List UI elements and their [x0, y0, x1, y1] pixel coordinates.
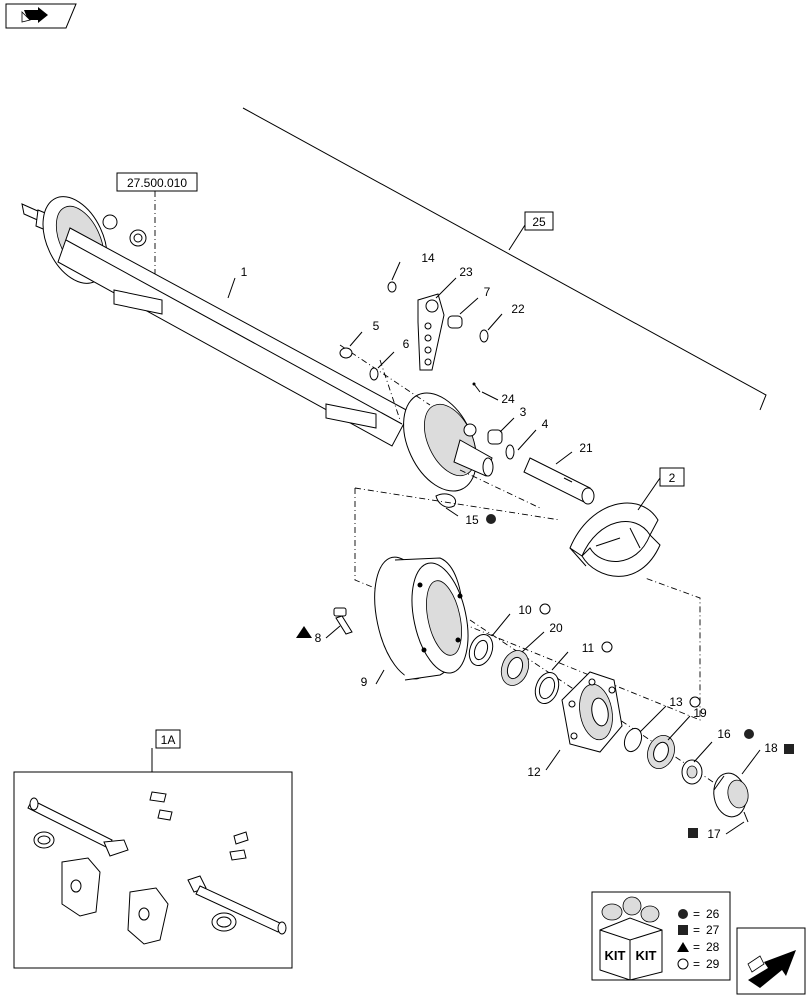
callout-10: 10 — [518, 603, 532, 617]
bushing-3 — [487, 429, 503, 445]
kit-26-dark-circle-icon — [486, 514, 496, 524]
wheel-hub — [561, 671, 623, 753]
callout-6: 6 — [403, 337, 410, 351]
assembly-bracket-line — [242, 107, 767, 411]
legend-value-28: 28 — [706, 940, 720, 954]
kit-29-open-circle-icon — [601, 641, 613, 653]
kit-28-triangle-icon — [296, 626, 312, 638]
callout-3: 3 — [520, 405, 527, 419]
callout-4: 4 — [542, 417, 549, 431]
screw-17 — [743, 811, 749, 823]
legend-eq: = — [693, 923, 700, 937]
legend-row-27: = 27 — [678, 923, 720, 937]
kit-label-right: KIT — [636, 948, 657, 963]
bushing-7 — [447, 315, 463, 329]
clip-6 — [369, 367, 379, 381]
callout-8: 8 — [315, 631, 322, 645]
kit-reference-box-2 — [659, 467, 685, 487]
kit-reference-box-25 — [524, 211, 554, 231]
kit-reference-1a: 1A — [161, 733, 176, 747]
group-reference-label: 27.500.010 — [127, 176, 187, 190]
open-circle-icon — [677, 958, 689, 970]
axle-nut-16 — [681, 759, 703, 785]
triangle-icon — [677, 942, 689, 952]
spring-clip-15 — [435, 493, 456, 508]
group-reference-box — [116, 172, 198, 192]
callout-7: 7 — [484, 285, 491, 299]
hub-cap-18 — [713, 772, 749, 818]
legend-eq: = — [693, 957, 700, 971]
kit-29-open-circle-icon — [689, 696, 701, 708]
brake-drum — [374, 556, 469, 681]
callout-20: 20 — [549, 621, 563, 635]
slack-adjuster — [417, 293, 445, 371]
next-page-button[interactable] — [736, 927, 806, 995]
washer-4 — [505, 444, 515, 460]
kit-reference-25: 25 — [532, 215, 546, 229]
callout-24: 24 — [501, 392, 515, 406]
kit-29-open-circle-icon — [539, 603, 551, 615]
callout-23: 23 — [459, 265, 473, 279]
bushing-5 — [339, 347, 353, 359]
callout-12: 12 — [527, 765, 541, 779]
kit-1a-parts — [27, 791, 287, 945]
callout-5: 5 — [373, 319, 380, 333]
legend-value-29: 29 — [706, 957, 720, 971]
callout-13: 13 — [669, 695, 683, 709]
bearing-cup-11 — [534, 672, 560, 704]
legend-value-27: 27 — [706, 923, 720, 937]
kit-reference-2: 2 — [669, 471, 676, 485]
assembly-envelope — [354, 488, 701, 721]
previous-page-arrow-icon — [21, 7, 48, 23]
legend-row-29: = 29 — [677, 957, 720, 971]
kit-26-dark-circle-icon — [744, 729, 754, 739]
callout-22: 22 — [511, 302, 525, 316]
next-page-arrow-icon — [747, 950, 796, 988]
callout-15: 15 — [465, 513, 479, 527]
kit-label-left: KIT — [605, 948, 626, 963]
clip-22 — [479, 329, 489, 343]
seal-13 — [623, 727, 643, 753]
previous-page-button[interactable] — [5, 3, 77, 29]
callout-1: 1 — [241, 265, 248, 279]
camshaft-21 — [523, 457, 595, 505]
dark-circle-icon — [678, 909, 688, 919]
wheel-bolt-8 — [333, 607, 353, 635]
kit-reference-box-1a — [155, 729, 181, 749]
dark-square-icon — [678, 925, 688, 935]
callout-18: 18 — [764, 741, 778, 755]
seal-10 — [468, 634, 494, 666]
legend-eq: = — [693, 940, 700, 954]
callout-14: 14 — [421, 251, 435, 265]
kit-27-dark-square-icon — [688, 828, 698, 838]
legend-row-26: = 26 — [678, 907, 720, 921]
legend-eq: = — [693, 907, 700, 921]
grease-fitting-24 — [472, 382, 481, 393]
axle-tube — [21, 196, 494, 492]
callout-11: 11 — [582, 641, 595, 655]
bearing-20 — [500, 650, 530, 686]
legend-row-28: = 28 — [677, 940, 720, 954]
callout-9: 9 — [361, 675, 368, 689]
callout-17: 17 — [707, 827, 721, 841]
kit-box-icon: KIT KIT — [599, 896, 663, 981]
brake-shoe-assembly — [569, 502, 661, 577]
clip-14 — [387, 281, 397, 293]
bearing-19 — [647, 735, 675, 769]
callout-16: 16 — [717, 727, 731, 741]
legend-value-26: 26 — [706, 907, 720, 921]
kit-27-dark-square-icon — [784, 744, 794, 754]
callout-21: 21 — [579, 441, 593, 455]
callout-19: 19 — [693, 706, 707, 720]
